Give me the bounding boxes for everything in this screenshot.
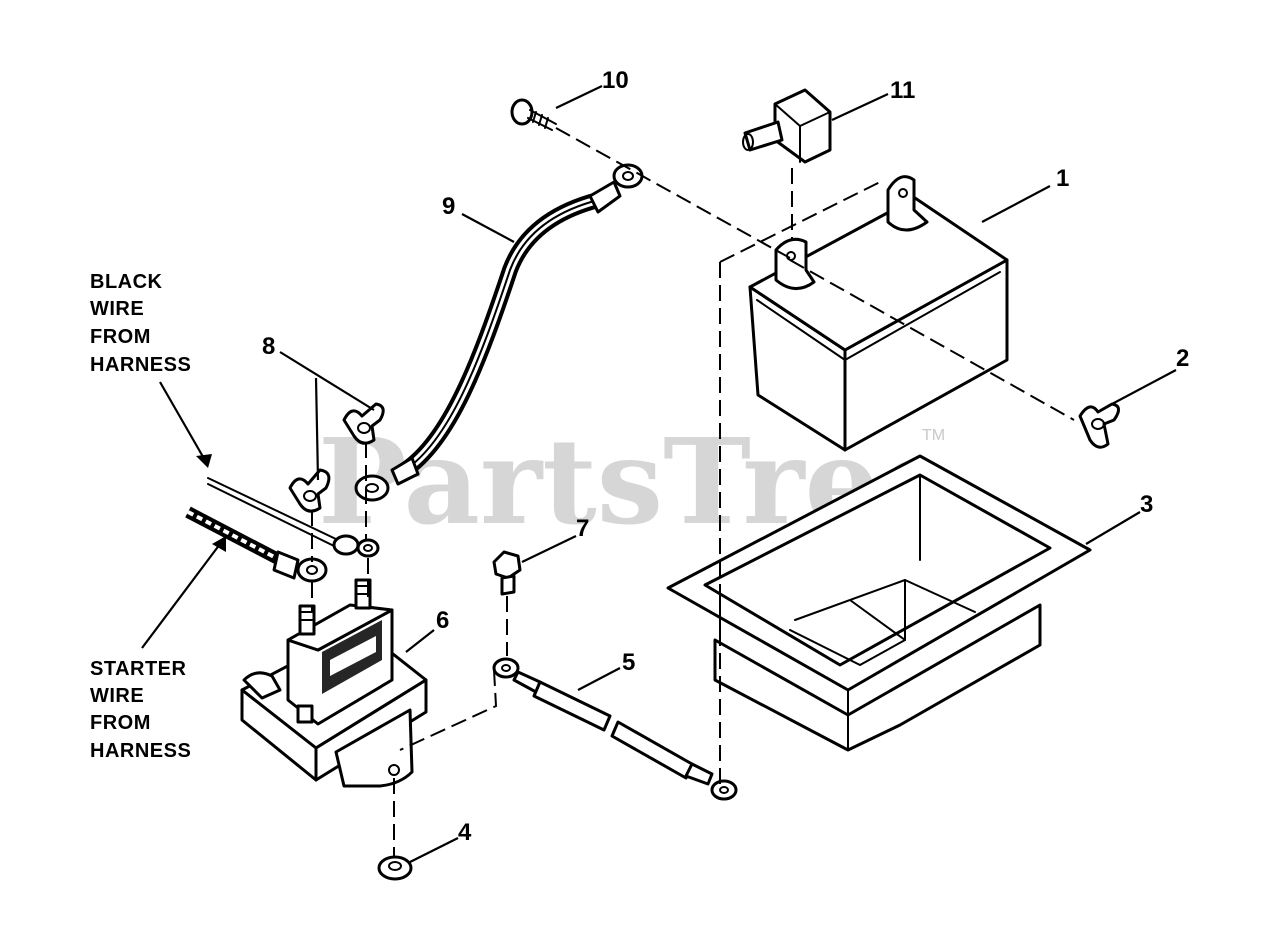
callout-3: 3 bbox=[1140, 491, 1153, 518]
starter-wire-line-4: HARNESS bbox=[90, 740, 191, 762]
starter-wire-line-2: WIRE bbox=[90, 685, 144, 707]
solenoid-part bbox=[240, 578, 428, 788]
battery-tray-part bbox=[666, 454, 1092, 752]
terminal-cap-part bbox=[742, 88, 832, 164]
harness-wires bbox=[185, 477, 360, 583]
callout-4: 4 bbox=[458, 819, 472, 846]
battery-part bbox=[748, 175, 1009, 452]
black-wire-line-1: BLACK bbox=[90, 271, 163, 293]
battery-cable-part bbox=[354, 163, 644, 502]
starter-wire-note: STARTER WIRE FROM HARNESS bbox=[90, 658, 191, 762]
wing-nut-battery-part bbox=[1078, 402, 1120, 449]
watermark-trademark: TM bbox=[922, 427, 945, 444]
screw-part bbox=[510, 98, 557, 131]
black-wire-note: BLACK WIRE FROM HARNESS bbox=[90, 271, 191, 376]
leader-lines bbox=[141, 85, 1177, 863]
black-wire-line-4: HARNESS bbox=[90, 354, 191, 376]
bolt-part bbox=[492, 550, 522, 596]
callout-11: 11 bbox=[890, 77, 915, 104]
callout-labels: 1 2 3 4 5 6 7 8 9 10 11 bbox=[262, 67, 1189, 846]
starter-wire-line-1: STARTER bbox=[90, 658, 187, 680]
starter-wire-line-3: FROM bbox=[90, 712, 151, 734]
callout-7: 7 bbox=[576, 515, 589, 542]
ground-cable-part bbox=[492, 657, 738, 801]
callout-8: 8 bbox=[262, 333, 275, 360]
black-wire-line-3: FROM bbox=[90, 326, 151, 348]
assembly-lines bbox=[311, 127, 1075, 856]
callout-6: 6 bbox=[436, 607, 449, 634]
callout-1: 1 bbox=[1056, 165, 1069, 192]
wing-nuts-solenoid-part bbox=[288, 402, 385, 558]
callout-10: 10 bbox=[602, 67, 629, 94]
callout-5: 5 bbox=[622, 649, 635, 676]
callout-2: 2 bbox=[1176, 345, 1189, 372]
callout-9: 9 bbox=[442, 193, 455, 220]
black-wire-line-2: WIRE bbox=[90, 298, 144, 320]
nut-part bbox=[377, 855, 413, 881]
